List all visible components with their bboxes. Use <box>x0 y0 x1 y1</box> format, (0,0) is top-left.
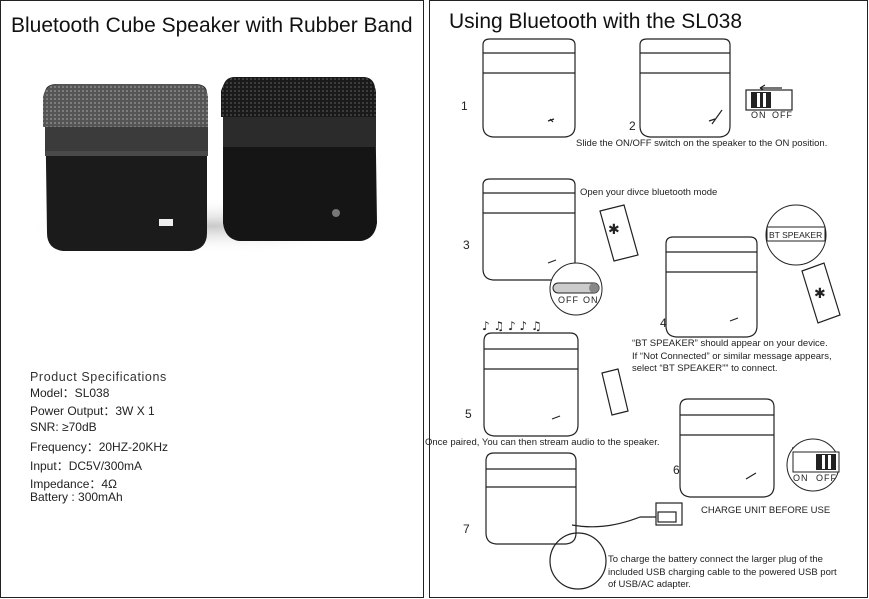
speaker-left-image <box>43 84 208 251</box>
step-7-speaker-drawing <box>485 452 683 590</box>
spec-model: Model：SL038 <box>30 386 110 400</box>
switch-off-graphic <box>786 438 840 492</box>
caption-open-bluetooth: Open your divce bluetooth mode <box>580 187 718 198</box>
switch-on-graphic <box>745 84 793 111</box>
step-2-speaker-drawing <box>639 38 731 138</box>
caption-charge-2: included USB charging cable to the power… <box>608 567 837 578</box>
step-2-number: 2 <box>629 119 636 133</box>
spec-input: Input：DC5V/300mA <box>30 459 143 473</box>
switch6-on-label: ON <box>793 473 809 483</box>
caption-slide: Slide the ON/OFF switch on the speaker t… <box>576 138 828 149</box>
caption-appear-2: If “Not Connected” or similar message ap… <box>632 351 832 362</box>
product-panel: Bluetooth Cube Speaker with Rubber Band <box>0 0 424 598</box>
step-5-speaker-drawing <box>483 332 629 437</box>
step-4-number: 4 <box>660 316 667 330</box>
bluetooth-icon: ✱ <box>608 222 620 238</box>
step-1-speaker-drawing <box>482 38 576 138</box>
step-4-speaker-drawing <box>665 236 841 338</box>
slider-on-label: ON <box>583 295 599 305</box>
spec-power: Power Output：3W X 1 <box>30 404 155 418</box>
specs-heading: Product Specifications <box>30 370 167 384</box>
music-notes-icon: ♪ ♫ ♪ ♪ ♫ <box>482 319 542 333</box>
instructions-title: Using Bluetooth with the SL038 <box>449 10 743 33</box>
caption-charge-unit: CHARGE UNIT BEFORE USE <box>701 505 831 516</box>
bt-speaker-label: BT SPEAKER <box>769 230 823 240</box>
speaker-outline-drawings: ✱ ✱ ♪ ♫ ♪ ♪ ♫ <box>482 38 841 590</box>
bt-speaker-bubble <box>765 204 827 266</box>
switch-off-label: OFF <box>772 110 793 120</box>
switch-slider-graphic <box>549 262 603 316</box>
product-title: Bluetooth Cube Speaker with Rubber Band <box>11 14 413 37</box>
caption-charge-3: of USB/AC adapter. <box>608 579 691 590</box>
spec-impedance: Impedance：4Ω <box>30 477 118 491</box>
step-7-number: 7 <box>463 522 470 536</box>
step-5-number: 5 <box>465 407 472 421</box>
speaker-photo <box>21 77 401 254</box>
step-6-speaker-drawing <box>679 398 775 498</box>
step-6-number: 6 <box>673 463 680 477</box>
bluetooth-icon-2: ✱ <box>814 286 826 302</box>
caption-appear-3: select “BT SPEAKER”” to connect. <box>632 363 778 374</box>
switch6-off-label: OFF <box>816 473 837 483</box>
step-1-number: 1 <box>461 99 468 113</box>
caption-paired: Once paired, You can then stream audio t… <box>425 437 660 448</box>
switch-on-label: ON <box>751 110 767 120</box>
speaker-right-image <box>221 77 377 241</box>
instructions-panel: Using Bluetooth with the SL038 <box>425 0 868 598</box>
caption-charge-1: To charge the battery connect the larger… <box>608 554 823 565</box>
step-3-speaker-drawing <box>482 178 639 281</box>
spec-snr: SNR: ≥70dB <box>30 420 97 434</box>
caption-appear-1: “BT SPEAKER” should appear on your devic… <box>632 338 828 349</box>
step-3-number: 3 <box>463 238 470 252</box>
spec-frequency: Frequency：20HZ-20KHz <box>30 440 169 454</box>
spec-battery: Battery : 300mAh <box>30 490 123 504</box>
slider-off-label: OFF <box>558 295 579 305</box>
